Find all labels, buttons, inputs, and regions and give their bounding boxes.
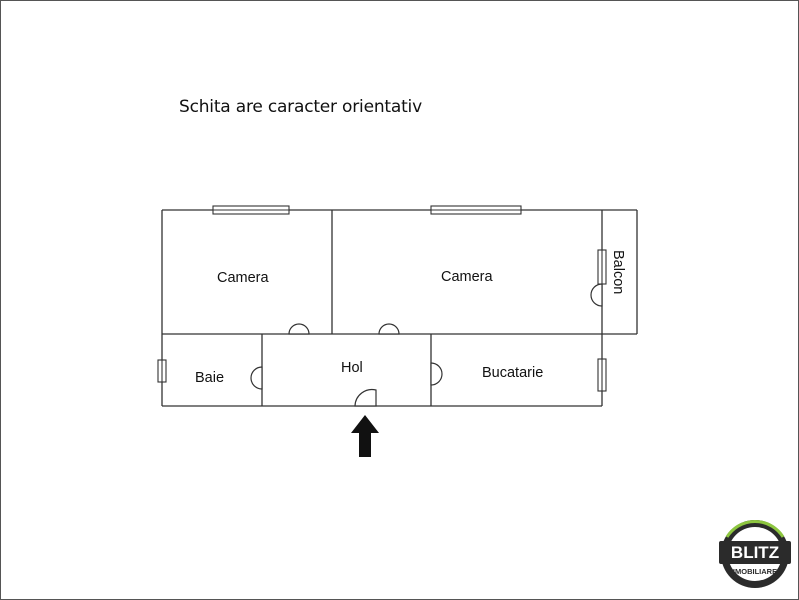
room-label-camera-2: Camera	[441, 269, 494, 285]
arrow-up-icon	[351, 415, 379, 457]
door-bucatarie	[430, 362, 443, 386]
logo-green-arc	[725, 519, 785, 538]
walls	[161, 209, 638, 407]
room-label-balcon: Balcon	[610, 250, 626, 294]
logo-band	[719, 541, 791, 564]
door-camera-2	[378, 323, 400, 335]
blitz-logo: BLITZ IMOBILIARE	[719, 519, 791, 588]
door-entrance	[354, 388, 377, 407]
doors	[250, 283, 603, 407]
logo-text-imobiliare: IMOBILIARE	[733, 567, 777, 576]
room-label-baie: Baie	[195, 370, 224, 386]
disclaimer-note: Schita are caracter orientativ	[179, 97, 422, 117]
room-label-bucatarie: Bucatarie	[482, 365, 543, 381]
room-label-hol: Hol	[341, 360, 363, 376]
door-camera-1	[288, 323, 310, 335]
room-label-camera-1: Camera	[217, 270, 270, 286]
windows	[157, 205, 607, 392]
door-balcon	[590, 283, 603, 307]
logo-text-blitz: BLITZ	[731, 543, 779, 562]
door-baie	[250, 366, 263, 390]
